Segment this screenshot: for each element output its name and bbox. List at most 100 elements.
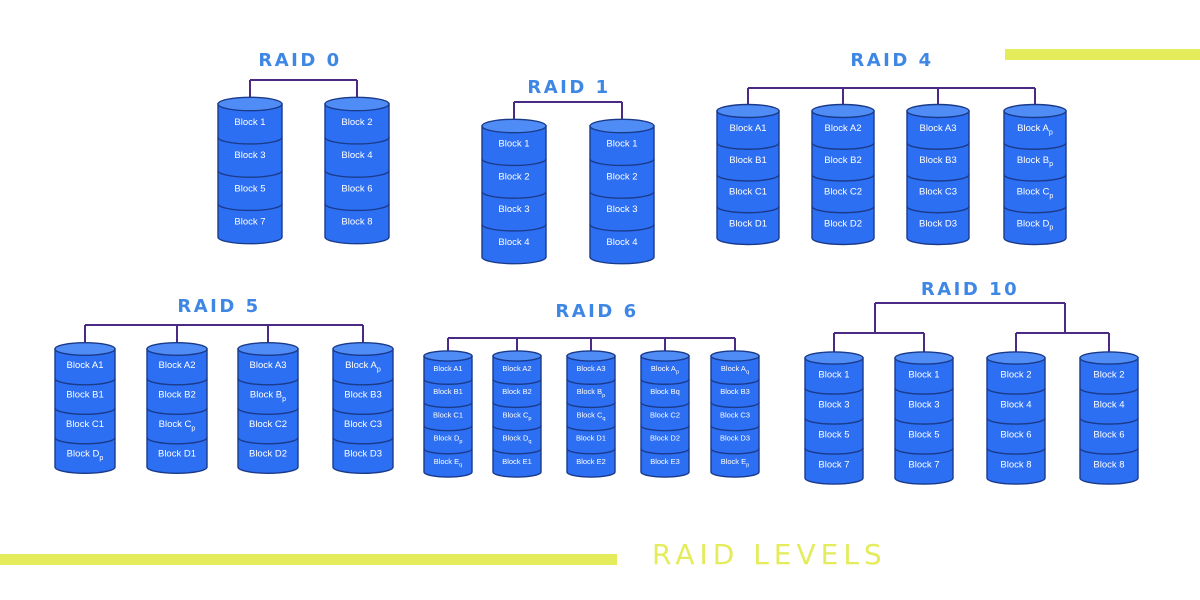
disk-separator [423, 448, 473, 455]
block-label: Block Cp [159, 419, 196, 432]
block-label: Block Ap [1017, 123, 1053, 136]
disk-separator [217, 137, 283, 145]
disk-separator [1079, 387, 1139, 395]
disk-top [492, 350, 542, 362]
block-label: Block C1 [729, 187, 767, 198]
block-label: Block Eq [434, 457, 463, 469]
raid4-disk-4: Block Ap Block Bp Block Cp Block Dp [1003, 103, 1067, 246]
disk-body [566, 355, 616, 478]
disk-top [237, 342, 299, 357]
disk-separator [332, 437, 394, 445]
disk-separator [481, 158, 547, 167]
disk-separator [324, 170, 390, 178]
disk-separator [146, 378, 208, 386]
block-label: Block B3 [344, 390, 382, 401]
disk-separator [146, 437, 208, 445]
block-label: Block 7 [908, 459, 939, 470]
disk-top [906, 103, 970, 119]
block-label: Block Bp [1017, 155, 1053, 168]
disk-separator [492, 402, 542, 409]
block-label: Block C3 [919, 187, 957, 198]
block-label: Block Cp [1017, 187, 1054, 200]
block-label: Block D2 [824, 218, 862, 229]
disk-separator [589, 224, 655, 232]
disk-body [481, 125, 547, 265]
block-label: Block E2 [576, 457, 606, 466]
disk-top [324, 96, 390, 112]
block-label: Block 4 [341, 150, 372, 161]
disk-separator [423, 378, 473, 385]
disk-body [54, 348, 116, 474]
block-label: Block D2 [650, 434, 680, 443]
disk-separator [1003, 174, 1067, 182]
block-label: Block A1 [730, 123, 767, 134]
disk-top [894, 351, 954, 365]
block-label: Block A3 [250, 360, 287, 371]
disk-separator [710, 425, 760, 432]
disk-body [640, 355, 690, 478]
disk-separator [1079, 447, 1139, 455]
raid1-title: RAID 1 [527, 77, 610, 98]
disk-separator [54, 437, 116, 445]
raid5-title: RAID 5 [177, 296, 260, 317]
block-label: Block 7 [234, 217, 265, 228]
disk-separator [217, 203, 283, 212]
block-label: Block Bp [577, 387, 606, 399]
disk-separator [894, 447, 954, 455]
disk-body [906, 110, 970, 246]
disk-separator [906, 206, 970, 214]
disk-body [492, 355, 542, 478]
disk-separator [237, 437, 299, 445]
disk-separator [986, 447, 1046, 455]
disk-top [804, 351, 864, 365]
block-label: Block Cp [503, 410, 532, 422]
block-label: Block C2 [824, 187, 862, 198]
disk-separator [894, 417, 954, 425]
block-label: Block 1 [498, 139, 529, 150]
block-label: Block D1 [158, 449, 196, 460]
disk-separator [54, 407, 116, 415]
disk-top [1079, 351, 1139, 365]
disk-body [332, 348, 394, 474]
disk-separator [54, 378, 116, 386]
block-label: Block 2 [498, 171, 529, 182]
block-label: Block C2 [249, 419, 287, 430]
disk-body [324, 103, 390, 245]
disk-separator [237, 407, 299, 415]
block-label: Block Dp [1017, 218, 1054, 231]
disk-separator [146, 407, 208, 415]
block-label: Block Dp [67, 449, 104, 462]
disk-separator [492, 448, 542, 455]
disk-separator [986, 417, 1046, 425]
block-label: Block Ap [651, 364, 679, 376]
disk-separator [423, 402, 473, 409]
block-label: Block Bq [650, 387, 680, 396]
block-label: Block Aq [721, 364, 749, 376]
block-label: Block D1 [576, 434, 606, 443]
disk-top [481, 118, 547, 134]
block-label: Block B1 [66, 390, 104, 401]
disk-top [589, 118, 655, 134]
block-label: Block 7 [818, 459, 849, 470]
disk-separator [811, 206, 875, 214]
disk-separator [716, 142, 780, 150]
block-label: Block 3 [606, 204, 637, 215]
disk-body [804, 357, 864, 485]
block-label: Block C1 [66, 419, 104, 430]
